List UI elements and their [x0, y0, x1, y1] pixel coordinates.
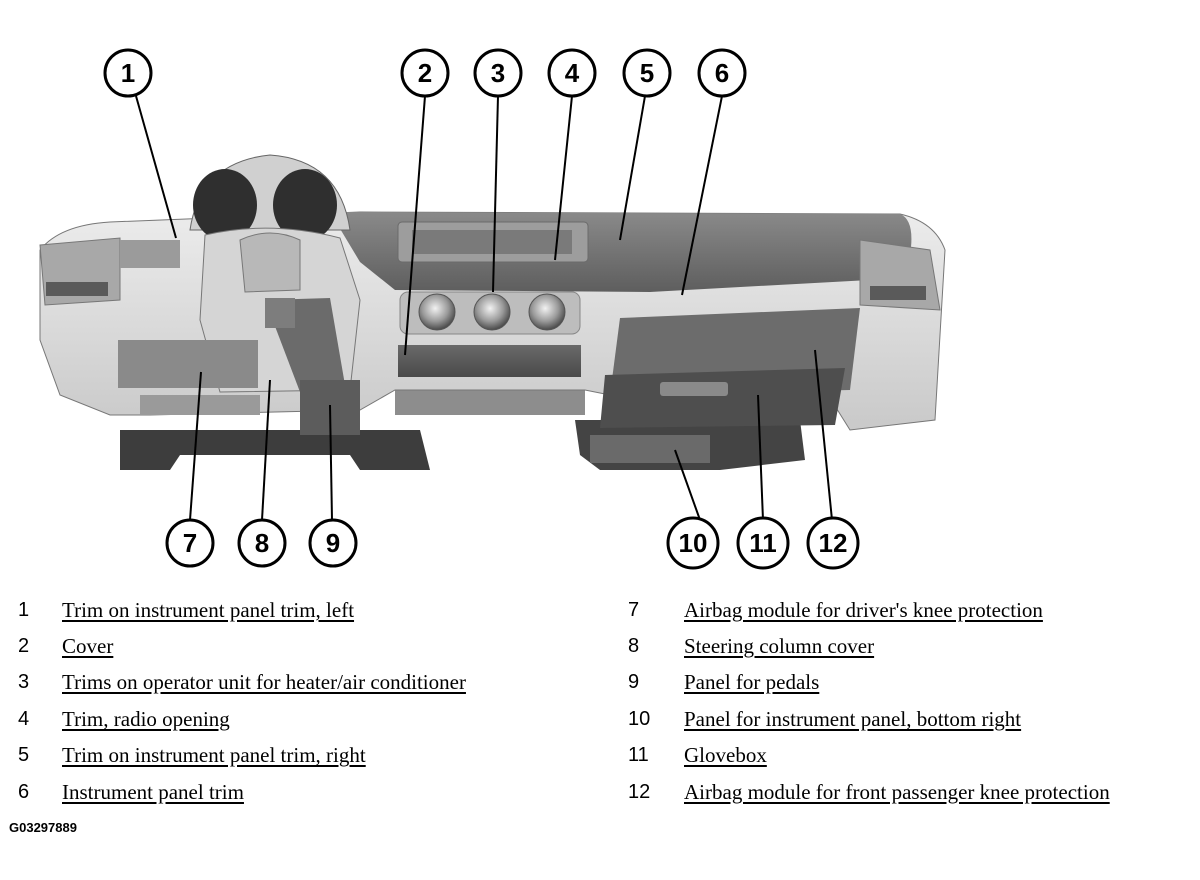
legend-number: 1 — [18, 598, 30, 621]
legend-number: 4 — [18, 707, 30, 730]
legend-item-7: 7 Airbag module for driver's knee protec… — [628, 592, 1110, 628]
svg-text:12: 12 — [819, 528, 848, 558]
legend-item-5: 5 Trim on instrument panel trim, right — [18, 738, 466, 774]
svg-text:1: 1 — [121, 58, 135, 88]
legend-number: 2 — [18, 635, 30, 658]
legend-link[interactable]: Airbag module for front passenger knee p… — [684, 779, 1110, 804]
legend-item-10: 10 Panel for instrument panel, bottom ri… — [628, 701, 1110, 737]
legend-link[interactable]: Panel for pedals — [684, 670, 820, 695]
callout-4: 4 — [547, 48, 597, 98]
legend-link[interactable]: Panel for instrument panel, bottom right — [684, 706, 1022, 731]
svg-text:11: 11 — [749, 528, 777, 558]
legend-number: 8 — [628, 635, 640, 658]
legend-item-9: 9 Panel for pedals — [628, 665, 1110, 701]
figure-id: G03297889 — [9, 820, 77, 835]
callout-9: 9 — [308, 518, 358, 568]
legend-number: 10 — [628, 707, 651, 730]
legend-item-1: 1 Trim on instrument panel trim, left — [18, 592, 466, 628]
svg-text:6: 6 — [715, 58, 729, 88]
svg-text:10: 10 — [679, 528, 708, 558]
callout-7: 7 — [165, 518, 215, 568]
dashboard-diagram: 1 2 3 4 5 6 7 8 9 10 11 12 — [39, 48, 946, 570]
legend-link[interactable]: Glovebox — [684, 743, 767, 768]
legend-item-6: 6 Instrument panel trim — [18, 774, 466, 810]
legend-number: 6 — [18, 780, 30, 803]
legend-number: 5 — [18, 744, 30, 767]
svg-text:5: 5 — [640, 58, 654, 88]
legend-link[interactable]: Cover — [62, 634, 114, 659]
legend-item-2: 2 Cover — [18, 628, 466, 664]
legend-number: 7 — [628, 598, 640, 621]
parts-legend: 1 Trim on instrument panel trim, left 2 … — [0, 592, 1200, 822]
legend-item-12: 12 Airbag module for front passenger kne… — [628, 774, 1110, 810]
svg-text:4: 4 — [565, 58, 580, 88]
leader-lines — [135, 95, 833, 521]
legend-number: 12 — [628, 780, 651, 803]
svg-text:2: 2 — [418, 58, 432, 88]
svg-text:8: 8 — [255, 528, 269, 558]
legend-number: 3 — [18, 671, 30, 694]
legend-item-11: 11 Glovebox — [628, 738, 1110, 774]
legend-column-left: 1 Trim on instrument panel trim, left 2 … — [18, 592, 466, 810]
svg-text:7: 7 — [183, 528, 197, 558]
callout-3: 3 — [473, 48, 523, 98]
callout-10: 10 — [666, 516, 720, 570]
legend-link[interactable]: Trim on instrument panel trim, right — [62, 743, 366, 768]
legend-link[interactable]: Trim on instrument panel trim, left — [62, 597, 355, 622]
dashboard-illustration — [39, 154, 946, 470]
svg-text:3: 3 — [491, 58, 505, 88]
legend-number: 11 — [628, 744, 649, 767]
legend-link[interactable]: Trim, radio opening — [62, 706, 230, 731]
callout-1: 1 — [103, 48, 153, 98]
callout-12: 12 — [806, 516, 860, 570]
legend-item-3: 3 Trims on operator unit for heater/air … — [18, 665, 466, 701]
callout-6: 6 — [697, 48, 747, 98]
legend-column-right: 7 Airbag module for driver's knee protec… — [628, 592, 1110, 810]
svg-text:9: 9 — [326, 528, 340, 558]
legend-number: 9 — [628, 671, 640, 694]
callout-2: 2 — [400, 48, 450, 98]
callout-8: 8 — [237, 518, 287, 568]
legend-item-8: 8 Steering column cover — [628, 628, 1110, 664]
callout-11: 11 — [736, 516, 790, 570]
legend-link[interactable]: Trims on operator unit for heater/air co… — [62, 670, 466, 695]
legend-link[interactable]: Airbag module for driver's knee protecti… — [684, 597, 1043, 622]
legend-item-4: 4 Trim, radio opening — [18, 701, 466, 737]
callout-5: 5 — [622, 48, 672, 98]
legend-link[interactable]: Steering column cover — [684, 634, 875, 659]
legend-link[interactable]: Instrument panel trim — [62, 779, 244, 804]
